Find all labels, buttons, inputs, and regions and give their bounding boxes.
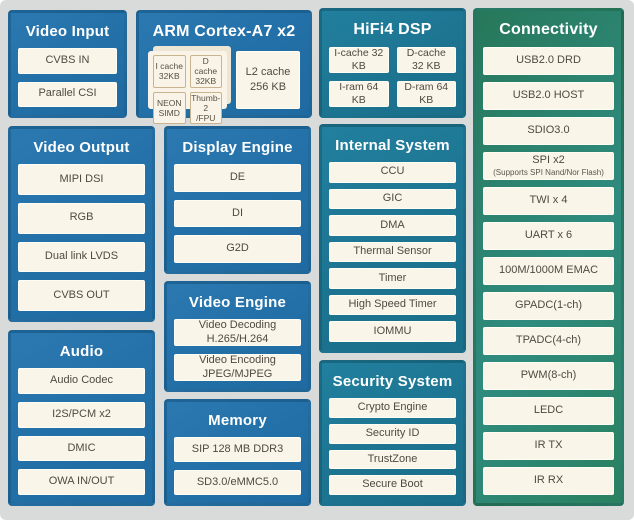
i2s-pcm-item: I2S/PCM x2 <box>18 401 145 428</box>
uart-item: UART x 6 <box>483 222 614 250</box>
trustzone-item: TrustZone <box>329 449 456 470</box>
iommu-item: IOMMU <box>329 321 456 343</box>
thermal-sensor-item: Thermal Sensor <box>329 241 456 263</box>
video-output-items: MIPI DSI RGB Dual link LVDS CVBS OUT <box>18 164 145 311</box>
arm-cache-panel: I cache 32KB D cache 32KB NEON SIMD Thum… <box>148 46 231 125</box>
arm-cortex-block: ARM Cortex-A7 x2 I cache 32KB D cache 32… <box>136 10 312 125</box>
hifi4-icache-item: I-cache 32 KB <box>329 47 389 73</box>
spi-label: SPI x2 <box>532 154 565 167</box>
timer-item: Timer <box>329 268 456 289</box>
arm-cortex-title: ARM Cortex-A7 x2 <box>152 23 296 40</box>
ledc-item: LEDC <box>483 397 614 425</box>
memory-title: Memory <box>208 412 267 429</box>
arm-cache-panel-front-layer: I cache 32KB D cache 32KB NEON SIMD Thum… <box>148 51 227 125</box>
pwm-item: PWM(8-ch) <box>483 362 614 390</box>
crypto-engine-item: Crypto Engine <box>329 398 456 418</box>
security-system-title: Security System <box>332 373 453 390</box>
security-system-block: Security System Crypto Engine Security I… <box>319 360 466 506</box>
video-output-block: Video Output MIPI DSI RGB Dual link LVDS… <box>8 126 155 322</box>
connectivity-items: USB2.0 DRD USB2.0 HOST SDIO3.0 SPI x2 (S… <box>483 47 614 495</box>
secure-boot-item: Secure Boot <box>329 475 456 495</box>
audio-codec-item: Audio Codec <box>18 368 145 394</box>
mipi-dsi-item: MIPI DSI <box>18 164 145 195</box>
video-engine-items: Video Decoding H.265/H.264 Video Encodin… <box>174 319 301 381</box>
hifi4-dsp-items: I-cache 32 KB D-cache 32 KB I-ram 64 KB … <box>329 47 456 107</box>
spi-item: SPI x2 (Supports SPI Nand/Nor Flash) <box>483 152 614 180</box>
hifi4-dcache-item: D-cache 32 KB <box>396 47 456 73</box>
dma-item: DMA <box>329 215 456 236</box>
rgb-item: RGB <box>18 202 145 234</box>
ddr3-item: SIP 128 MB DDR3 <box>174 437 301 462</box>
de-item: DE <box>174 164 301 192</box>
arm-icache-box: I cache 32KB <box>153 55 186 88</box>
arm-content-row: I cache 32KB D cache 32KB NEON SIMD Thum… <box>146 46 302 125</box>
cvbs-out-item: CVBS OUT <box>18 280 145 311</box>
video-input-items: CVBS IN Parallel CSI <box>18 48 117 107</box>
dual-link-lvds-item: Dual link LVDS <box>18 241 145 273</box>
tpadc-item: TPADC(4-ch) <box>483 327 614 355</box>
internal-system-block: Internal System CCU GIC DMA Thermal Sens… <box>319 124 466 353</box>
display-engine-title: Display Engine <box>182 139 293 156</box>
audio-block: Audio Audio Codec I2S/PCM x2 DMIC OWA IN… <box>8 330 155 506</box>
memory-block: Memory SIP 128 MB DDR3 SD3.0/eMMC5.0 <box>164 399 311 506</box>
ir-tx-item: IR TX <box>483 432 614 460</box>
security-id-item: Security ID <box>329 423 456 444</box>
high-speed-timer-item: High Speed Timer <box>329 294 456 316</box>
arm-dcache-box: D cache 32KB <box>189 55 222 88</box>
video-output-title: Video Output <box>33 139 130 156</box>
video-input-title: Video Input <box>25 23 110 40</box>
video-engine-block: Video Engine Video Decoding H.265/H.264 … <box>164 281 311 392</box>
owa-in-out-item: OWA IN/OUT <box>18 469 145 495</box>
spi-sub-label: (Supports SPI Nand/Nor Flash) <box>493 168 604 178</box>
sdio-item: SDIO3.0 <box>483 117 614 145</box>
dmic-item: DMIC <box>18 435 145 462</box>
emac-item: 100M/1000M EMAC <box>483 257 614 285</box>
video-input-block: Video Input CVBS IN Parallel CSI <box>8 10 127 118</box>
internal-system-title: Internal System <box>335 137 450 154</box>
internal-system-items: CCU GIC DMA Thermal Sensor Timer High Sp… <box>329 162 456 343</box>
connectivity-title: Connectivity <box>499 21 598 38</box>
parallel-csi-item: Parallel CSI <box>18 81 117 107</box>
sd-emmc-item: SD3.0/eMMC5.0 <box>174 470 301 495</box>
display-engine-block: Display Engine DE DI G2D <box>164 126 311 274</box>
cvbs-in-item: CVBS IN <box>18 48 117 74</box>
usb-host-item: USB2.0 HOST <box>483 82 614 110</box>
security-system-items: Crypto Engine Security ID TrustZone Secu… <box>329 398 456 495</box>
gic-item: GIC <box>329 188 456 210</box>
video-engine-title: Video Engine <box>188 294 287 311</box>
hifi4-dsp-block: HiFi4 DSP I-cache 32 KB D-cache 32 KB I-… <box>319 8 466 118</box>
ir-rx-item: IR RX <box>483 467 614 495</box>
audio-items: Audio Codec I2S/PCM x2 DMIC OWA IN/OUT <box>18 368 145 495</box>
video-decoding-item: Video Decoding H.265/H.264 <box>174 319 301 346</box>
usb-drd-item: USB2.0 DRD <box>483 47 614 75</box>
gpadc-item: GPADC(1-ch) <box>483 292 614 320</box>
hifi4-dsp-title: HiFi4 DSP <box>353 21 432 38</box>
arm-thumb2-fpu-box: Thumb-2 /FPU <box>189 91 222 125</box>
hifi4-dram-item: D-ram 64 KB <box>396 81 456 107</box>
di-item: DI <box>174 199 301 228</box>
ccu-item: CCU <box>329 162 456 183</box>
arm-neon-simd-box: NEON SIMD <box>153 91 186 125</box>
arm-l2-cache-box: L2 cache 256 KB <box>236 51 300 109</box>
memory-items: SIP 128 MB DDR3 SD3.0/eMMC5.0 <box>174 437 301 495</box>
audio-title: Audio <box>59 343 104 360</box>
connectivity-block: Connectivity USB2.0 DRD USB2.0 HOST SDIO… <box>473 8 624 506</box>
video-encoding-item: Video Encoding JPEG/MJPEG <box>174 354 301 381</box>
twi-item: TWI x 4 <box>483 187 614 215</box>
hifi4-iram-item: I-ram 64 KB <box>329 81 389 107</box>
g2d-item: G2D <box>174 235 301 264</box>
display-engine-items: DE DI G2D <box>174 164 301 264</box>
